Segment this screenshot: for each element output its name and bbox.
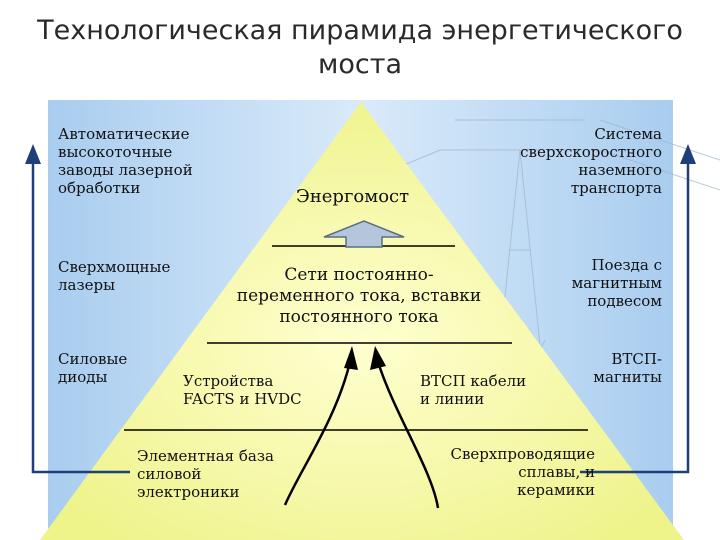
text-line: FACTS и HVDC xyxy=(183,390,302,408)
text-line: обработки xyxy=(58,179,141,197)
text-line: керамики xyxy=(517,481,595,499)
right-curved-arrow xyxy=(370,346,440,509)
left-bracket-arrow xyxy=(25,144,130,474)
text-line: силовой xyxy=(137,465,202,483)
label-laser-factories: Автоматические высокоточные заводы лазер… xyxy=(58,125,193,197)
text-line: электроники xyxy=(137,483,240,501)
label-energy-bridge: Энергомост xyxy=(296,186,410,207)
text-line: Устройства xyxy=(183,372,274,390)
text-line: Сверхмощные xyxy=(58,258,171,276)
text-line: и линии xyxy=(420,390,485,408)
label-power-diodes: Силовые диоды xyxy=(58,350,127,386)
label-facts-hvdc: Устройства FACTS и HVDC xyxy=(183,372,302,408)
text-line: постоянного тока xyxy=(279,307,439,327)
text-line: сплавы, и xyxy=(518,463,595,481)
label-superconducting-alloys: Сверхпроводящие сплавы, и керамики xyxy=(451,445,596,499)
text-line: заводы лазерной xyxy=(58,161,193,179)
text-line: диоды xyxy=(58,368,108,386)
text-line: высокоточные xyxy=(58,143,173,161)
text-line: ВТСП кабели xyxy=(420,372,527,390)
text-line: магниты xyxy=(593,368,662,386)
text-line: подвесом xyxy=(587,292,662,310)
page-title: Технологическая пирамида энергетического… xyxy=(0,14,720,82)
up-block-arrow xyxy=(323,220,405,248)
label-htsc-magnets: ВТСП- магниты xyxy=(593,350,662,386)
text-line: магнитным xyxy=(571,274,662,292)
text-line: наземного xyxy=(578,161,662,179)
label-power-electronics-base: Элементная база силовой электроники xyxy=(137,447,274,501)
label-maglev-trains: Поезда с магнитным подвесом xyxy=(572,256,662,310)
text-line: лазеры xyxy=(58,276,116,294)
right-bracket-arrow xyxy=(580,144,696,474)
label-powerful-lasers: Сверхмощные лазеры xyxy=(58,258,170,294)
text-line: Автоматические xyxy=(58,125,190,143)
title-line-1: Технологическая пирамида энергетического xyxy=(37,15,683,46)
text-line: Система xyxy=(594,125,662,143)
text-line: Силовые xyxy=(58,350,128,368)
text-line: Элементная база xyxy=(137,447,274,465)
label-htsc-cables: ВТСП кабели и линии xyxy=(420,372,526,408)
text-line: переменного тока, вставки xyxy=(236,286,482,306)
left-curved-arrow xyxy=(283,346,358,506)
label-transport-system: Система сверхскоростного наземного транс… xyxy=(520,125,662,197)
label-ac-dc-networks: Сети постоянно- переменного тока, вставк… xyxy=(204,265,514,328)
title-line-2: моста xyxy=(317,49,402,80)
text-line: Сверхпроводящие xyxy=(450,445,596,463)
text-line: Сети постоянно- xyxy=(284,265,434,285)
text-line: сверхскоростного xyxy=(520,143,662,161)
text-line: ВТСП- xyxy=(611,350,662,368)
text-line: Поезда с xyxy=(591,256,662,274)
text-line: транспорта xyxy=(570,179,662,197)
